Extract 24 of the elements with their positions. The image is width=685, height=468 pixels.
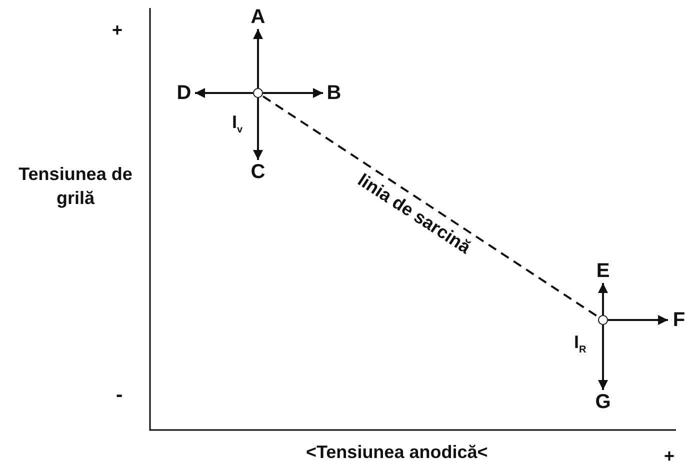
arrow bbox=[195, 88, 253, 98]
dashed-line bbox=[262, 95, 599, 318]
axis-label: - bbox=[116, 383, 123, 408]
arrow bbox=[598, 283, 608, 315]
point-letter: C bbox=[247, 160, 269, 184]
point-letter: E bbox=[592, 259, 614, 283]
axis-label: Tensiunea de grilă bbox=[18, 163, 134, 210]
point-letter: B bbox=[323, 81, 345, 105]
point-letter: G bbox=[592, 390, 614, 414]
point-letter: F bbox=[668, 308, 685, 332]
point-letter: A bbox=[247, 5, 269, 29]
axis-label: + bbox=[664, 445, 675, 468]
current-label: I$_{v}$ bbox=[232, 112, 243, 136]
arrow bbox=[608, 315, 668, 325]
point-marker bbox=[598, 315, 608, 325]
current-label: I$_{R}$ bbox=[574, 332, 586, 356]
arrow bbox=[263, 88, 323, 98]
axis-label: + bbox=[112, 19, 123, 42]
arrow bbox=[253, 98, 263, 160]
axis-label: <Tensiunea anodică< bbox=[306, 441, 488, 464]
arrow bbox=[253, 29, 263, 88]
arrow bbox=[598, 325, 608, 390]
point-letter: D bbox=[173, 81, 195, 105]
point-marker bbox=[253, 88, 263, 98]
